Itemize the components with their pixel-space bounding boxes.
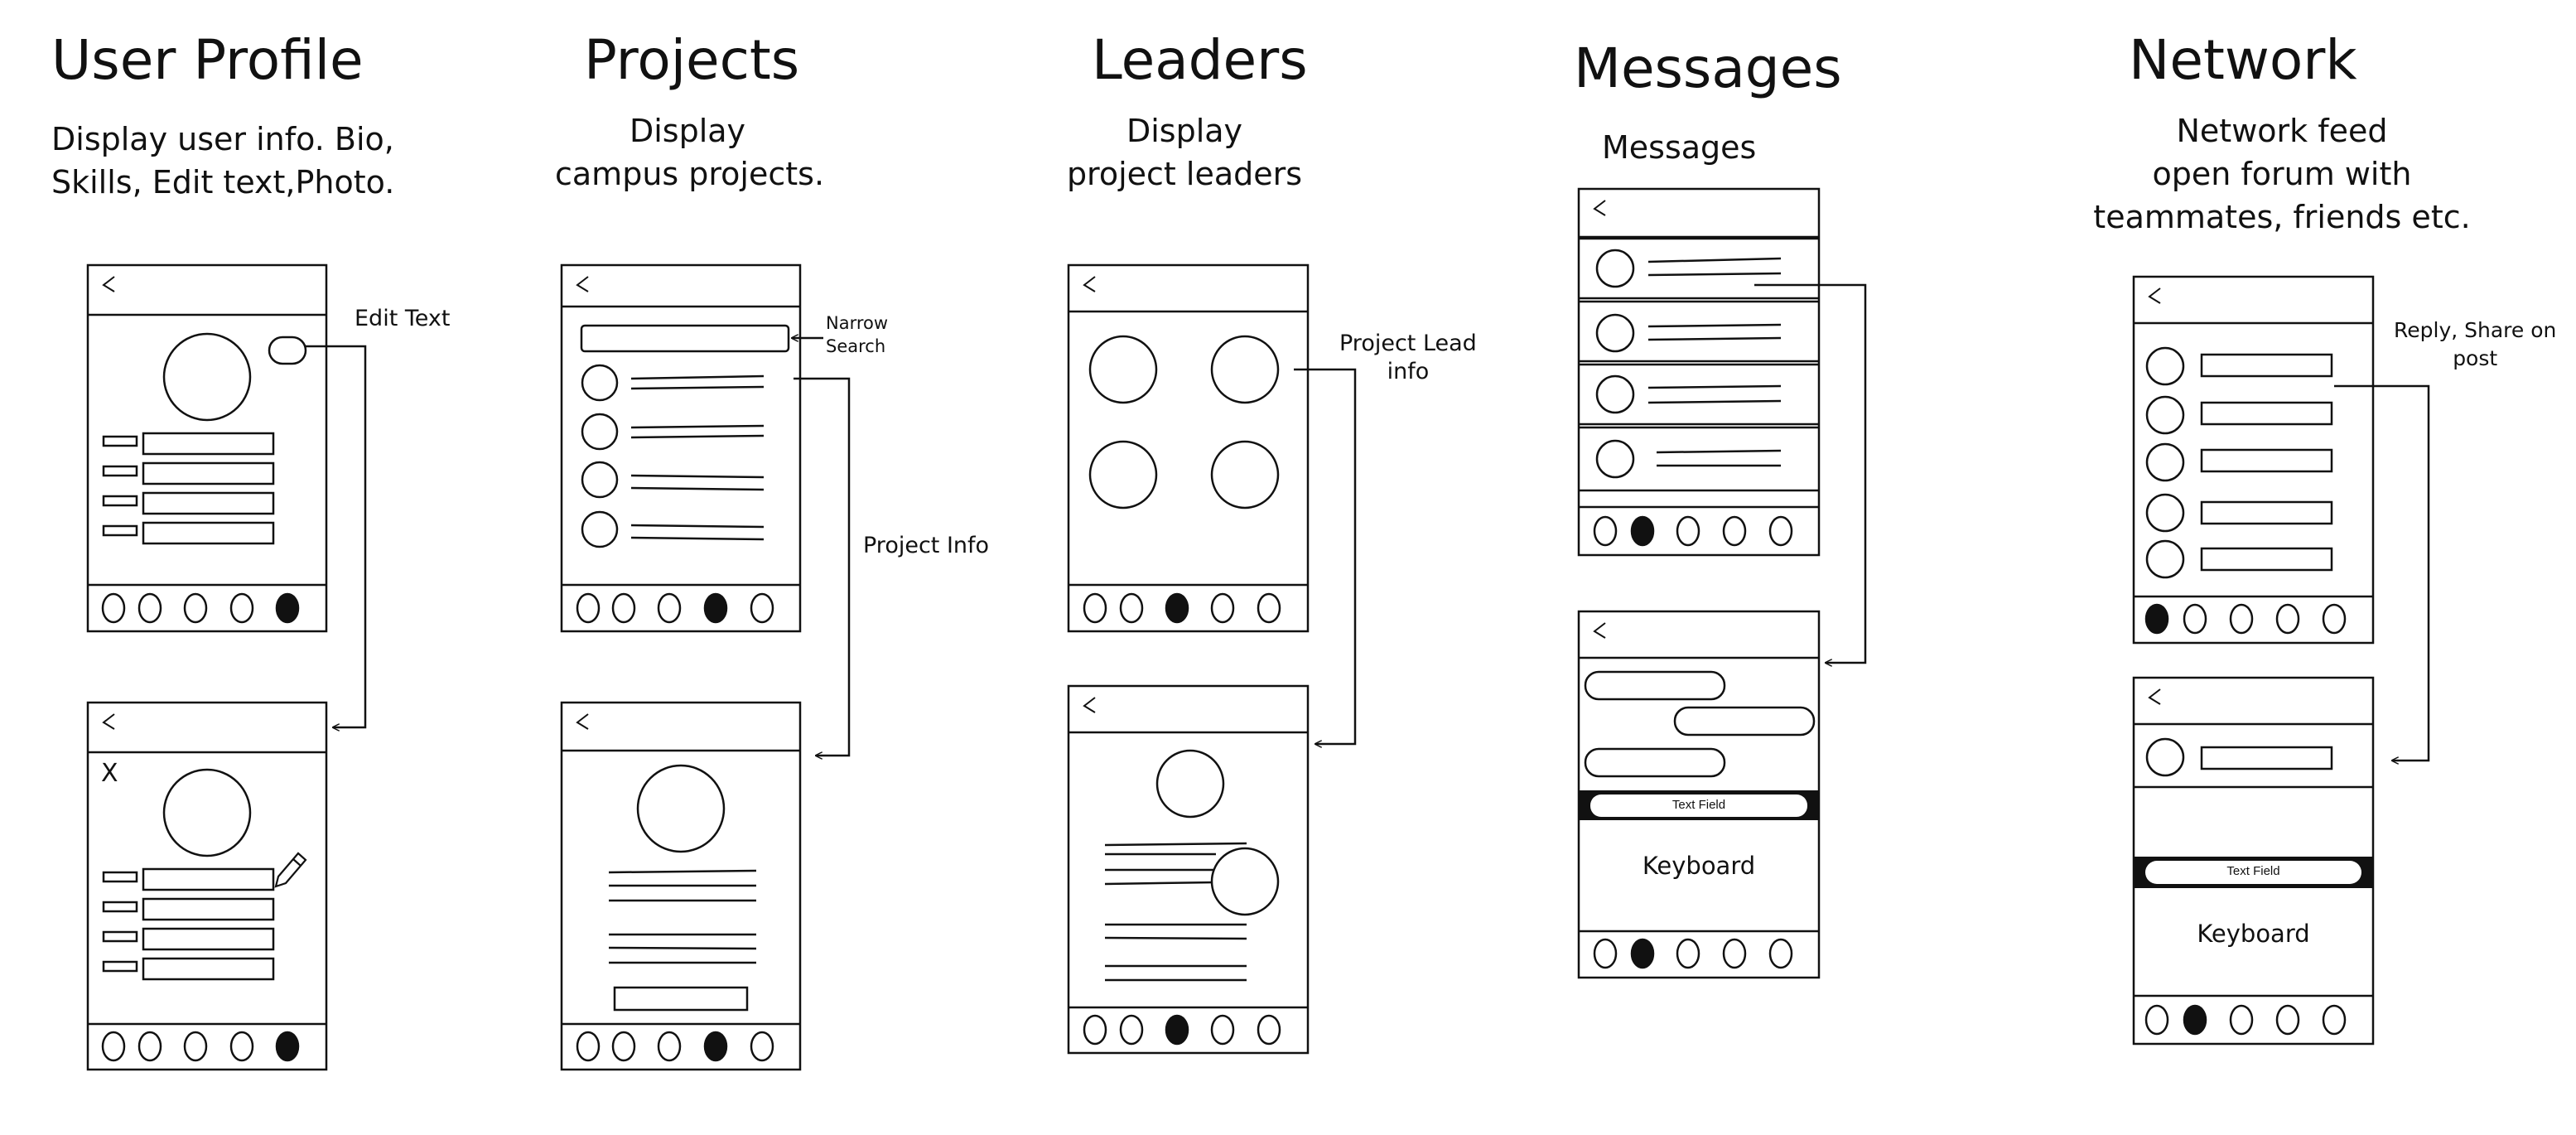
text-field-label[interactable]: Text Field: [1672, 798, 1726, 812]
desc-line: project leaders: [1066, 156, 1303, 192]
avatar: [162, 768, 252, 857]
chevron-left-icon: [2148, 287, 2161, 304]
annotation-project-info: Project Info: [863, 533, 990, 558]
annotation-line: info: [1387, 359, 1430, 384]
network-reply-screen: [2132, 676, 2375, 1046]
text-field-label[interactable]: Text Field: [2226, 864, 2280, 878]
annotation-edit-text: Edit Text: [355, 306, 451, 331]
keyboard-label: Keyboard: [1642, 852, 1756, 880]
annotation-narrow-search: Narrow Search: [826, 312, 888, 358]
section-title-projects: Projects: [584, 28, 800, 92]
chevron-left-icon: [1593, 200, 1606, 216]
desc-line: teammates, friends etc.: [2093, 199, 2471, 235]
section-title-messages: Messages: [1574, 36, 1842, 100]
chevron-left-icon: [1593, 622, 1606, 639]
chevron-left-icon: [1083, 697, 1096, 713]
desc-line: Display user info. Bio,: [51, 121, 394, 157]
annotation-line: Search: [826, 336, 886, 356]
chevron-left-icon: [102, 276, 115, 292]
section-desc-messages: Messages: [1602, 126, 1756, 169]
message-chat-screen: [1577, 610, 1821, 979]
desc-line: campus projects.: [555, 156, 825, 192]
chevron-left-icon: [102, 713, 115, 730]
project-detail-screen: [560, 701, 802, 1071]
chevron-left-icon: [576, 276, 589, 292]
close-icon[interactable]: X: [101, 759, 118, 788]
text-field: [2145, 861, 2361, 884]
section-desc-leaders: Display project leaders: [1052, 109, 1317, 196]
messages-list-screen: [1577, 187, 1821, 557]
profile-edit-screen: [86, 701, 328, 1071]
text-field: [1590, 794, 1807, 817]
pencil-icon: [274, 852, 307, 888]
leader-detail-screen: [1067, 684, 1310, 1055]
annotation-line: post: [2453, 346, 2498, 370]
annotation-project-lead-info: Project Lead info: [1339, 330, 1477, 386]
edit-text-button: [268, 336, 307, 365]
section-title-network: Network: [2129, 28, 2357, 92]
section-desc-projects: Display campus projects.: [555, 109, 825, 196]
search-input: [580, 324, 790, 353]
desc-line: Network feed: [2176, 113, 2388, 149]
desc-line: Display: [1126, 113, 1243, 149]
network-feed-screen: [2132, 275, 2375, 645]
desc-line: Messages: [1602, 129, 1757, 166]
desc-line: open forum with: [2152, 156, 2412, 192]
avatar: [162, 332, 252, 422]
projects-list-screen: [560, 263, 802, 633]
keyboard-label: Keyboard: [2197, 920, 2310, 948]
chevron-left-icon: [1083, 276, 1096, 292]
section-desc-network: Network feed open forum with teammates, …: [2075, 109, 2489, 239]
chevron-left-icon: [2148, 688, 2161, 705]
section-title-leaders: Leaders: [1092, 28, 1308, 92]
section-title-user-profile: User Profile: [51, 28, 364, 92]
annotation-line: Reply, Share on: [2394, 318, 2557, 342]
desc-line: Display: [629, 113, 746, 149]
chevron-left-icon: [576, 713, 589, 730]
section-desc-user-profile: Display user info. Bio, Skills, Edit tex…: [51, 118, 394, 204]
annotation-line: Narrow: [826, 313, 889, 333]
annotation-line: Project Lead: [1339, 331, 1477, 356]
leaders-grid-screen: [1067, 263, 1310, 633]
profile-view-screen: [86, 263, 328, 633]
desc-line: Skills, Edit text,Photo.: [51, 164, 395, 200]
annotation-reply-share: Reply, Share on post: [2394, 316, 2556, 373]
